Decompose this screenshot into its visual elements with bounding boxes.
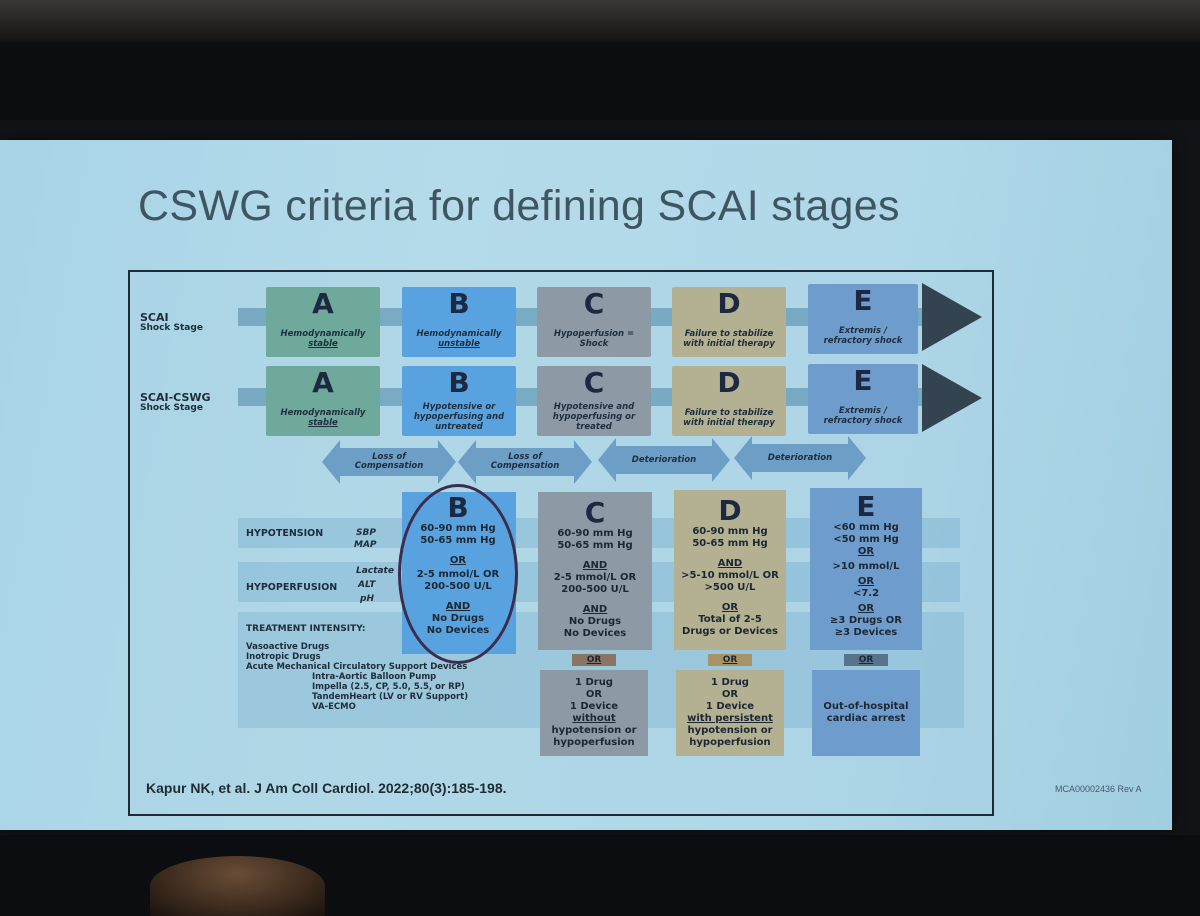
label-treatment-intensity: TREATMENT INTENSITY: [246, 624, 366, 634]
scai-stage-e: E Extremis /refractory shock [808, 284, 918, 354]
criteria-c-box: C 60-90 mm Hg 50-65 mm Hg AND 2-5 mmol/L… [538, 492, 652, 650]
document-id: MCA00002436 Rev A [1055, 784, 1142, 794]
transition-arrow-de: Deterioration [734, 436, 866, 480]
criteria-e-or-badge: OR [844, 654, 888, 666]
criteria-b-highlight-ellipse: B 60-90 mm Hg 50-65 mm Hg OR 2-5 mmol/L … [398, 484, 518, 664]
label-sbp: SBP [356, 528, 376, 538]
scai-row-arrowhead [922, 283, 982, 351]
label-inotropic: Inotropic Drugs [246, 652, 321, 662]
label-lactate: Lactate [356, 566, 394, 576]
ceiling [0, 0, 1200, 42]
citation: Kapur NK, et al. J Am Coll Cardiol. 2022… [146, 780, 507, 796]
criteria-e-alt-box: Out-of-hospital cardiac arrest [812, 670, 920, 756]
criteria-d-or-badge: OR [708, 654, 752, 666]
criteria-e-box: E <60 mm Hg <50 mm Hg OR >10 mmol/L OR <… [810, 488, 922, 650]
criteria-c-or-badge: OR [572, 654, 616, 666]
row-label-cswg: SCAI-CSWG Shock Stage [140, 391, 211, 413]
label-impella: Impella (2.5, CP, 5.0, 5.5, or RP) [312, 682, 465, 692]
criteria-c-alt-box: 1 Drug OR 1 Device without hypotension o… [540, 670, 648, 756]
criteria-d-alt-box: 1 Drug OR 1 Device with persistent hypot… [676, 670, 784, 756]
label-hypotension: HYPOTENSION [246, 528, 324, 539]
criteria-d-box: D 60-90 mm Hg 50-65 mm Hg AND >5-10 mmol… [674, 490, 786, 650]
label-tandemheart: TandemHeart (LV or RV Support) [312, 692, 469, 702]
label-map: MAP [354, 540, 377, 550]
label-vasoactive: Vasoactive Drugs [246, 642, 330, 652]
slide-title: CSWG criteria for defining SCAI stages [138, 182, 900, 230]
label-alt: ALT [358, 580, 376, 590]
cswg-row-arrowhead [922, 364, 982, 432]
label-iabp: Intra-Aortic Balloon Pump [312, 672, 437, 682]
label-hypoperfusion: HYPOPERFUSION [246, 582, 338, 593]
label-acute-mcs: Acute Mechanical Circulatory Support Dev… [246, 662, 468, 672]
scai-stage-c: C Hypoperfusion =Shock [537, 287, 651, 357]
cswg-stage-e: E Extremis /refractory shock [808, 364, 918, 434]
row-label-scai: SCAI Shock Stage [140, 311, 203, 333]
label-va-ecmo: VA-ECMO [312, 702, 356, 712]
audience-head-silhouette [150, 856, 325, 916]
transition-arrow-cd: Deterioration [598, 438, 730, 482]
label-ph: pH [360, 594, 374, 604]
